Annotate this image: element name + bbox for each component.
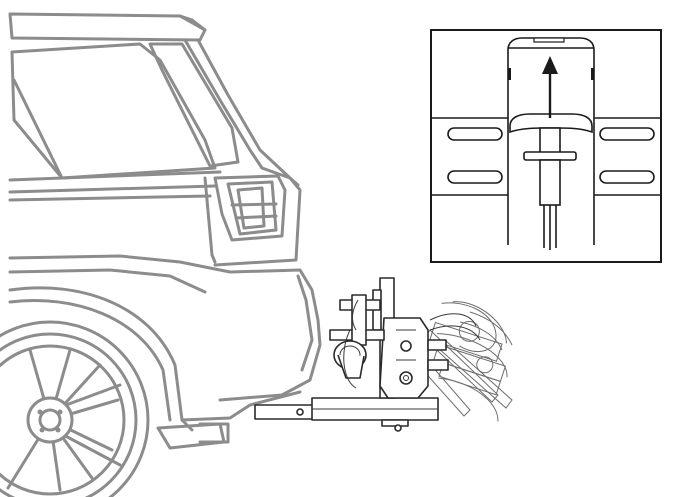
inset-slot-upper-right bbox=[599, 127, 655, 141]
bike-rack bbox=[329, 277, 481, 399]
exhaust-tip bbox=[198, 422, 230, 444]
vehicle-rear bbox=[8, 12, 322, 450]
wheel-arch bbox=[8, 286, 194, 432]
rear-wheel bbox=[0, 320, 150, 497]
inset-slot-upper-left bbox=[447, 127, 503, 141]
release-handle bbox=[509, 113, 593, 250]
quarter-window bbox=[148, 42, 240, 168]
wheel-hub bbox=[26, 396, 74, 444]
detail-inset bbox=[430, 29, 662, 263]
wheel-spokes bbox=[6, 348, 122, 492]
hitch-receiver bbox=[254, 397, 439, 432]
inset-slot-lower-left bbox=[447, 170, 503, 184]
pull-direction-arrow bbox=[542, 56, 558, 118]
rear-side-window bbox=[10, 42, 217, 180]
tail-light bbox=[213, 174, 287, 242]
inset-slot-lower-right bbox=[599, 170, 655, 184]
pivot-plate bbox=[379, 317, 429, 399]
inset-mast-tube bbox=[507, 37, 595, 245]
